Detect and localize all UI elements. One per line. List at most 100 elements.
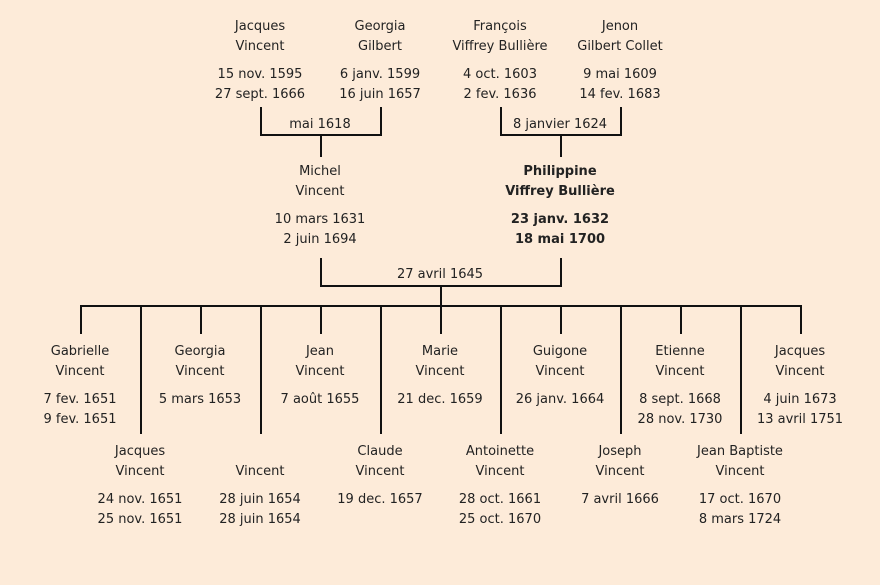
marriage-date-m1: mai 1618 [289,117,351,132]
person-death-date [250,410,390,430]
person-death-date: 25 nov. 1651 [97,512,183,527]
person-death-date: 9 fev. 1651 [43,412,117,427]
person-death-date: 16 juin 1657 [339,87,421,102]
person-surname: Gilbert Collet [577,39,663,54]
person-death-date: 13 avril 1751 [756,412,844,427]
person-death-date: 2 fev. 1636 [463,87,537,102]
person-given-name: Jacques [114,444,166,459]
person-birth-date: 4 juin 1673 [763,392,837,407]
person-given-name: Jacques [234,19,286,34]
person-birth-date: 5 mars 1653 [158,392,242,407]
person-given-name: Etienne [655,344,705,359]
person-death-date [550,510,690,530]
person-surname: Vincent [715,464,765,479]
person-given-name: Jenon [601,19,639,34]
person-surname: Vincent [295,184,345,199]
person-given-name: Jean [305,344,335,359]
person-surname: Vincent [235,39,285,54]
person-given-name: François [473,19,527,34]
person-surname: Viffrey Bullière [452,39,548,54]
person-death-date: 28 juin 1654 [219,512,301,527]
person-surname: Gilbert [358,39,402,54]
person-death-date: 28 nov. 1730 [637,412,723,427]
person-birth-date: 10 mars 1631 [274,212,366,227]
person-surname: Viffrey Bullière [505,184,615,199]
person-birth-date: 7 août 1655 [280,392,360,407]
person-given-name: Georgia [354,19,406,34]
person-death-date: 2 juin 1694 [283,232,357,247]
person-surname: Vincent [415,364,465,379]
person-surname: Vincent [355,464,405,479]
person-given-name: Joseph [598,444,642,459]
person-given-name: Marie [421,344,459,359]
person-birth-date: 7 fev. 1651 [43,392,117,407]
person-birth-date: 15 nov. 1595 [217,67,303,82]
person-given-name: Antoinette [465,444,535,459]
person-surname: Vincent [775,364,825,379]
person-death-date: 18 mai 1700 [514,232,606,247]
person-surname: Vincent [115,464,165,479]
person-given-name: Guigone [532,344,588,359]
person-death-date [370,410,510,430]
person-given-name: Jean Baptiste [697,444,783,459]
person-birth-date: 9 mai 1609 [583,67,657,82]
person-surname: Vincent [595,464,645,479]
person-birth-date: 6 janv. 1599 [339,67,421,82]
person-death-date [310,510,450,530]
person-surname: Vincent [295,364,345,379]
person-birth-date: 23 janv. 1632 [510,212,610,227]
person-death-date: 25 oct. 1670 [458,512,542,527]
person-birth-date: 17 oct. 1670 [698,492,782,507]
person-card-c4: Vincent 28 juin 1654 28 juin 1654 [190,442,330,530]
person-death-date: 14 fev. 1683 [579,87,661,102]
marriage-date-m2: 8 janvier 1624 [512,117,608,132]
person-given-name: Georgia [174,344,226,359]
person-surname: Vincent [535,364,585,379]
person-surname: Vincent [175,364,225,379]
person-birth-date: 19 dec. 1657 [337,492,423,507]
person-birth-date: 21 dec. 1659 [397,392,483,407]
person-given-name: Philippine [523,164,597,179]
person-death-date: 8 mars 1724 [698,512,782,527]
person-death-date [130,410,270,430]
person-birth-date: 8 sept. 1668 [639,392,721,407]
person-birth-date: 24 nov. 1651 [97,492,183,507]
person-birth-date: 4 oct. 1603 [463,67,537,82]
person-birth-date: 26 janv. 1664 [515,392,605,407]
person-death-date: 27 sept. 1666 [214,87,306,102]
person-birth-date: 28 juin 1654 [219,492,301,507]
person-surname: Vincent [475,464,525,479]
person-death-date [490,410,630,430]
marriage-date-m3: 27 avril 1645 [396,267,484,282]
person-surname: Vincent [655,364,705,379]
person-birth-date: 7 avril 1666 [581,492,659,507]
person-birth-date: 28 oct. 1661 [458,492,542,507]
person-given-name: Claude [357,444,403,459]
person-surname: Vincent [235,464,285,479]
person-surname: Vincent [55,364,105,379]
person-given-name: Michel [299,164,341,179]
person-given-name: Jacques [774,344,826,359]
person-given-name [190,442,330,462]
person-given-name: Gabrielle [50,344,110,359]
